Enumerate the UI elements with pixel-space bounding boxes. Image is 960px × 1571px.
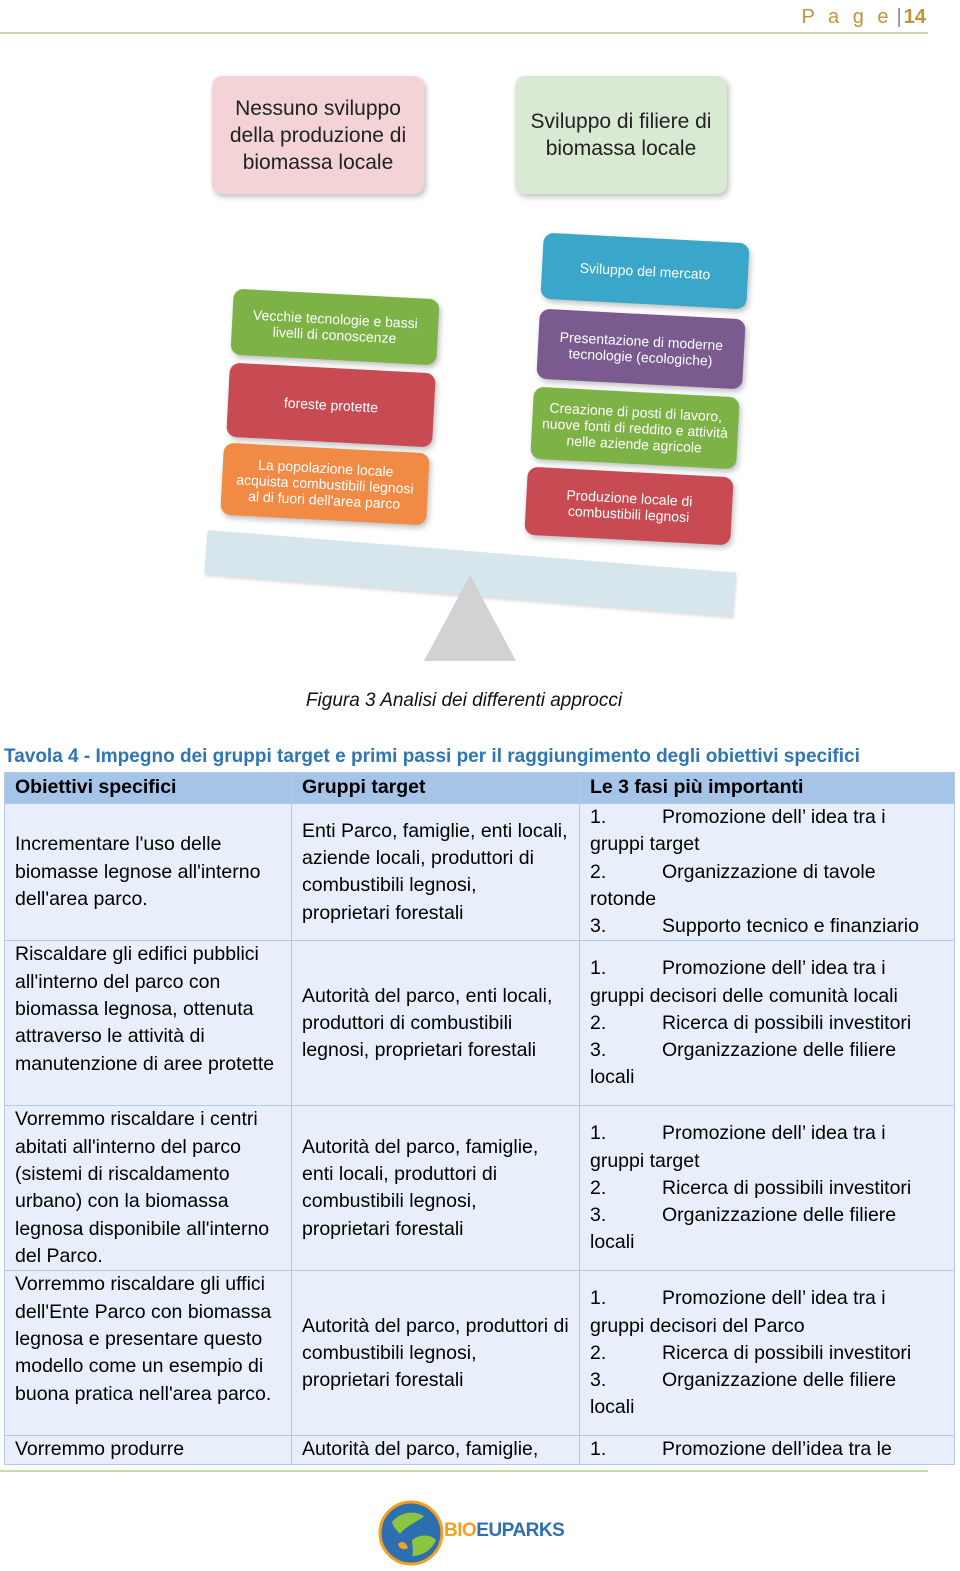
steps-cell: 1.Promozione dell’ idea tra i gruppi tar… — [579, 802, 955, 942]
objective-cell: Vorremmo riscaldare i centri abitati all… — [4, 1105, 292, 1272]
step-item: 3.Organizzazione delle filiere locali — [590, 1204, 897, 1254]
column-header: Obiettivi specifici — [4, 772, 292, 804]
steps-cell: 1.Promozione dell’ idea tra i gruppi dec… — [579, 940, 955, 1107]
step-item: 2.Ricerca di possibili investitori — [590, 1341, 912, 1364]
steps-cell: 1.Promozione dell’ idea tra i gruppi tar… — [579, 1105, 955, 1272]
table-row: Vorremmo riscaldare i centri abitati all… — [4, 1105, 955, 1272]
table-row: Incrementare l'uso delle biomasse legnos… — [4, 802, 955, 942]
right-stack-item: Creazione di posti di lavoro, nuove font… — [530, 386, 740, 470]
header-rule — [0, 32, 928, 34]
balance-fulcrum — [424, 575, 516, 661]
globe-icon — [378, 1500, 444, 1566]
targets-cell: Autorità del parco, famiglie, — [291, 1435, 580, 1465]
table-row: Riscaldare gli edifici pubblici all'inte… — [4, 940, 955, 1107]
balance-diagram: Nessuno sviluppo della produzione di bio… — [190, 70, 760, 670]
objectives-table: Obiettivi specifici Gruppi target Le 3 f… — [4, 772, 955, 1465]
steps-cell: 1.Promozione dell’idea tra le — [579, 1435, 955, 1465]
step-item: 3.Organizzazione delle filiere locali — [590, 1369, 897, 1419]
left-stack-item: La popolazione locale acquista combustib… — [220, 442, 430, 526]
targets-cell: Autorità del parco, famiglie, enti local… — [291, 1105, 580, 1272]
targets-cell: Autorità del parco, enti locali, produtt… — [291, 940, 580, 1107]
objective-cell: Riscaldare gli edifici pubblici all'inte… — [4, 940, 292, 1107]
step-item: 3.Organizzazione delle filiere locali — [590, 1039, 897, 1089]
right-stack-item: Sviluppo del mercato — [540, 232, 750, 310]
step-item: 1.Promozione dell’ idea tra i gruppi tar… — [590, 806, 886, 856]
step-item: 3.Supporto tecnico e finanziario — [590, 915, 919, 938]
step-item: 2.Organizzazione di tavole rotonde — [590, 860, 876, 910]
approach-label: Nessuno sviluppo della produzione di bio… — [229, 96, 407, 174]
targets-cell: Autorità del parco, produttori di combus… — [291, 1270, 580, 1437]
page-separator: | — [896, 6, 902, 28]
objective-cell: Vorremmo riscaldare gli uffici dell'Ente… — [4, 1270, 292, 1437]
table-header-row: Obiettivi specifici Gruppi target Le 3 f… — [4, 772, 955, 804]
step-item: 1.Promozione dell’ idea tra i gruppi tar… — [590, 1122, 886, 1172]
column-header: Le 3 fasi più importanti — [579, 772, 955, 804]
page-header: P a g e|14 — [802, 6, 926, 29]
left-stack-item: foreste protette — [226, 362, 436, 448]
left-stack-item: Vecchie tecnologie e bassi livelli di co… — [230, 288, 440, 366]
approach-label: Sviluppo di filiere di biomassa locale — [530, 110, 712, 160]
table-row: Vorremmo produrre Autorità del parco, fa… — [4, 1435, 955, 1465]
bioeuparks-logo: BIOEUPARKS — [378, 1500, 565, 1566]
step-item: 2.Ricerca di possibili investitori — [590, 1011, 912, 1034]
objective-cell: Vorremmo produrre — [4, 1435, 292, 1465]
step-item: 1.Promozione dell’ idea tra i gruppi dec… — [590, 957, 898, 1007]
page-number: 14 — [903, 6, 926, 28]
logo-text: BIOEUPARKS — [444, 1520, 565, 1541]
figure-caption: Figura 3 Analisi dei differenti approcci — [305, 690, 623, 711]
approach-box-no-development: Nessuno sviluppo della produzione di bio… — [212, 76, 424, 194]
right-stack-item: Produzione locale di combustibili legnos… — [524, 466, 734, 546]
page-word: P a g e — [801, 6, 893, 28]
approach-box-development: Sviluppo di filiere di biomassa locale — [515, 76, 727, 194]
column-header: Gruppi target — [291, 772, 580, 804]
targets-cell: Enti Parco, famiglie, enti locali, azien… — [291, 802, 580, 942]
table-title: Tavola 4 - Impegno dei gruppi target e p… — [4, 746, 860, 767]
step-item: 2.Ricerca di possibili investitori — [590, 1176, 912, 1199]
footer-rule — [0, 1470, 928, 1472]
table-row: Vorremmo riscaldare gli uffici dell'Ente… — [4, 1270, 955, 1437]
right-stack-item: Presentazione di moderne tecnologie (eco… — [536, 308, 746, 390]
step-item: 1.Promozione dell’ idea tra i gruppi dec… — [590, 1287, 886, 1337]
steps-cell: 1.Promozione dell’ idea tra i gruppi dec… — [579, 1270, 955, 1437]
objective-cell: Incrementare l'uso delle biomasse legnos… — [4, 802, 292, 942]
